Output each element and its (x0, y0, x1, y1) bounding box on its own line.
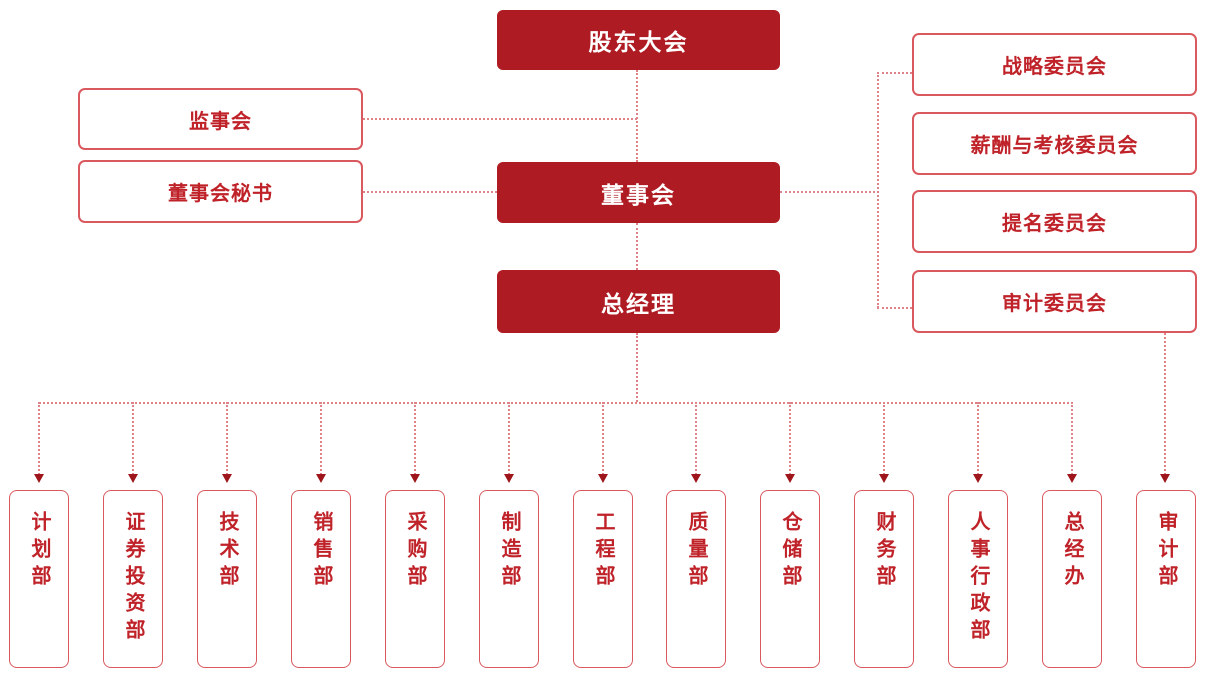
drop-arrow-technology (222, 402, 232, 483)
department-label: 人事行政部 (967, 511, 989, 646)
department-box: 总经办 (1042, 490, 1102, 668)
department-box: 技术部 (197, 490, 257, 668)
drop-arrow-hr-admin (973, 402, 983, 483)
department-label: 证券投资部 (122, 511, 144, 646)
department-box: 证券投资部 (103, 490, 163, 668)
node-board-secretary: 董事会秘书 (78, 160, 363, 223)
connector-board-gm (636, 223, 638, 270)
node-board-of-directors: 董事会 (497, 162, 780, 223)
drop-arrow-warehouse (785, 402, 795, 483)
connector-departments-bus (39, 402, 1073, 404)
node-shareholders-meeting: 股东大会 (497, 10, 780, 70)
connector-shareholders-board (636, 70, 638, 162)
node-committee-audit: 审计委员会 (912, 270, 1197, 333)
drop-arrow-procurement (410, 402, 420, 483)
drop-arrow-gm-office (1067, 402, 1077, 483)
connector-secretary-line (363, 191, 497, 193)
connector-supervisory-line (363, 118, 637, 120)
node-committee-strategy: 战略委员会 (912, 33, 1197, 96)
node-general-manager: 总经理 (497, 270, 780, 333)
department-label: 制造部 (498, 511, 520, 592)
department-box: 审计部 (1136, 490, 1196, 668)
department-label: 采购部 (404, 511, 426, 592)
drop-arrow-audit-dept (1160, 333, 1170, 483)
department-label: 仓储部 (779, 511, 801, 592)
drop-arrow-securities (128, 402, 138, 483)
department-label: 工程部 (592, 511, 614, 592)
department-label: 销售部 (310, 511, 332, 592)
department-box: 质量部 (666, 490, 726, 668)
department-box: 制造部 (479, 490, 539, 668)
connector-stub-strategy (877, 72, 912, 74)
connector-board-committees (780, 191, 879, 193)
drop-arrow-manufacturing (504, 402, 514, 483)
department-label: 计划部 (28, 511, 50, 592)
department-label: 质量部 (685, 511, 707, 592)
connector-committees-spine (877, 72, 879, 308)
department-box: 财务部 (854, 490, 914, 668)
department-box: 工程部 (573, 490, 633, 668)
department-box: 销售部 (291, 490, 351, 668)
drop-arrow-engineering (598, 402, 608, 483)
connector-stub-audit (877, 307, 912, 309)
department-label: 审计部 (1155, 511, 1177, 592)
drop-arrow-sales (316, 402, 326, 483)
department-box: 仓储部 (760, 490, 820, 668)
node-committee-compensation-appraisal: 薪酬与考核委员会 (912, 112, 1197, 175)
department-box: 计划部 (9, 490, 69, 668)
drop-arrow-finance (879, 402, 889, 483)
drop-arrow-planning (34, 402, 44, 483)
department-box: 采购部 (385, 490, 445, 668)
department-label: 总经办 (1061, 511, 1083, 592)
department-box: 人事行政部 (948, 490, 1008, 668)
drop-arrow-quality (691, 402, 701, 483)
node-supervisory-board: 监事会 (78, 88, 363, 150)
department-label: 技术部 (216, 511, 238, 592)
node-committee-nomination: 提名委员会 (912, 190, 1197, 253)
department-label: 财务部 (873, 511, 895, 592)
connector-gm-down (636, 333, 638, 402)
